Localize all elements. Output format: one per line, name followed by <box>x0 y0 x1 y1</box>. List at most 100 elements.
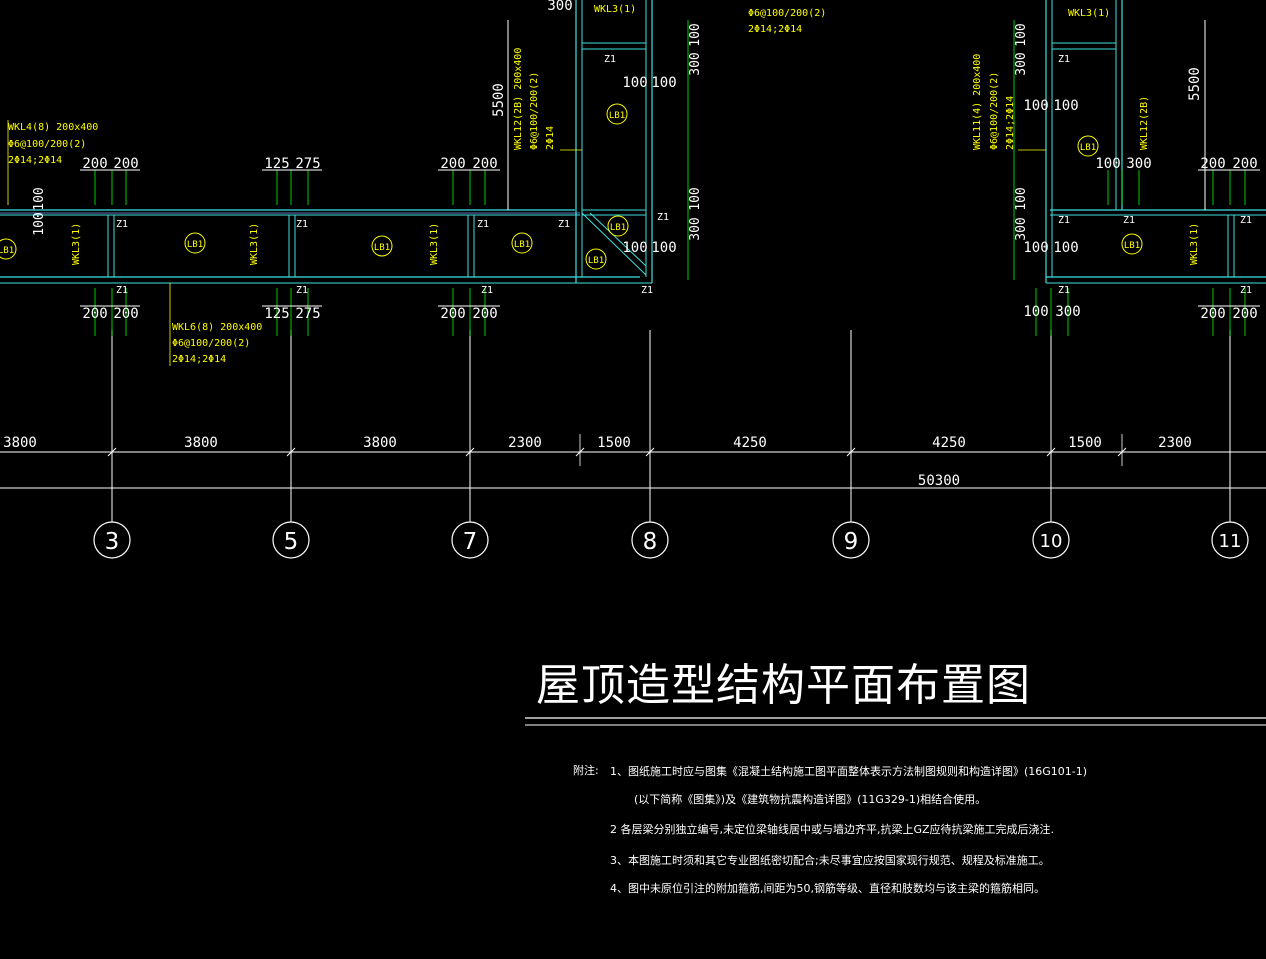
diag-beam <box>589 212 647 267</box>
column-mark: Z1 <box>1058 285 1070 296</box>
vertical-dim: 100 <box>688 23 703 46</box>
beam-label-wkl6: WKL6(8) 200x400 <box>172 322 262 333</box>
span-dim: 2300 <box>508 435 542 451</box>
axis-bubble-3: 3 <box>93 521 131 559</box>
offset-dim: 100 <box>651 75 676 91</box>
svg-text:LB1: LB1 <box>514 240 530 250</box>
column-mark: Z1 <box>296 285 308 296</box>
offset-dim: 100 <box>622 240 647 256</box>
beam-label-wkl3: WKL3(1) <box>429 223 440 265</box>
offset-dim: 200 <box>82 306 107 322</box>
offset-dim: 300 <box>547 0 572 14</box>
offset-dimensions: 200 200 125 275 200 200 200 200 100 300 … <box>82 0 1257 322</box>
beam-label-wkl12: WKL12(2B) 200x400 <box>513 48 524 150</box>
vertical-dim: 5500 <box>491 83 507 117</box>
axis-label: 10 <box>1040 531 1063 552</box>
beam-rebar-wkl11: 2Φ14;2Φ14 <box>1005 96 1016 150</box>
axis-bubble-7: 7 <box>451 521 489 559</box>
span-dim: 4250 <box>733 435 767 451</box>
beam-stirrup-wkl3-top: Φ6@100/200(2) <box>748 8 826 19</box>
axis-label: 3 <box>105 529 120 555</box>
column-mark: Z1 <box>558 219 570 230</box>
beam-label-wkl3: WKL3(1) <box>71 223 82 265</box>
column-mark: Z1 <box>116 285 128 296</box>
offset-dim: 200 <box>1232 306 1257 322</box>
beam-stirrup-wkl12: Φ6@100/200(2) <box>529 72 540 150</box>
beam-label-wkl3: WKL3(1) <box>1189 223 1200 265</box>
note-item: 1、图纸施工时应与图集《混凝土结构施工图平面整体表示方法制图规则和构造详图》(1… <box>610 764 1087 778</box>
note-item: (以下简称《图集》)及《建筑物抗震构造详图》(11G329-1)相结合使用。 <box>634 792 986 806</box>
axis-bubble-9: 9 <box>832 521 870 559</box>
offset-dim: 100 <box>622 75 647 91</box>
offset-dim: 100 <box>1023 304 1048 320</box>
offset-dim: 200 <box>440 306 465 322</box>
offset-dim: 125 <box>264 156 289 172</box>
column-mark: Z1 <box>296 219 308 230</box>
axis-label: 7 <box>463 529 478 555</box>
slab-tag: LB1 <box>585 248 607 270</box>
column-mark: Z1 <box>604 54 616 65</box>
axis-bubbles: 3 5 7 8 9 10 11 <box>93 521 1249 559</box>
slab-tag: LB1 <box>371 235 393 257</box>
svg-text:LB1: LB1 <box>610 223 626 233</box>
vertical-dim: 300 <box>1014 52 1029 75</box>
slab-tag: LB1 <box>0 238 17 260</box>
offset-dim: 200 <box>1232 156 1257 172</box>
offset-dim: 300 <box>1126 156 1151 172</box>
note-item: 3、本图施工时须和其它专业图纸密切配合;未尽事宜应按国家现行规范、规程及标准施工… <box>610 853 1050 867</box>
slab-tag: LB1 <box>511 232 533 254</box>
span-dim: 1500 <box>1068 435 1102 451</box>
offset-dim: 200 <box>113 156 138 172</box>
vertical-dim: 100 <box>32 212 47 235</box>
span-dimensions: 3800 3800 3800 2300 1500 4250 4250 1500 … <box>3 435 1192 489</box>
svg-text:LB1: LB1 <box>1124 241 1140 251</box>
offset-dim: 200 <box>82 156 107 172</box>
offset-dim: 200 <box>113 306 138 322</box>
axis-label: 8 <box>643 529 658 555</box>
vertical-dim: 100 <box>32 187 47 210</box>
beam-rebar-wkl4: 2Φ14;2Φ14 <box>8 155 62 166</box>
beam-rebar-wkl6: 2Φ14;2Φ14 <box>172 354 226 365</box>
vertical-dim: 5500 <box>1187 67 1203 101</box>
offset-dim: 200 <box>472 156 497 172</box>
beam-rebar-wkl12: 2Φ14 <box>545 126 556 150</box>
offset-dim: 200 <box>1200 306 1225 322</box>
drawing-title: 屋顶造型结构平面布置图 <box>536 660 1031 711</box>
axis-label: 11 <box>1219 531 1242 552</box>
beam-label-wkl3: WKL3(1) <box>594 4 636 15</box>
offset-dim: 200 <box>440 156 465 172</box>
axis-bubble-10: 10 <box>1032 521 1070 559</box>
offset-dim: 200 <box>1200 156 1225 172</box>
vertical-dim: 100 <box>688 187 703 210</box>
slab-tag: LB1 <box>607 215 629 237</box>
span-dim: 4250 <box>932 435 966 451</box>
vertical-dim: 100 <box>1014 187 1029 210</box>
span-dim: 1500 <box>597 435 631 451</box>
beam-label-wkl12b: WKL12(2B) <box>1139 96 1150 150</box>
svg-text:LB1: LB1 <box>187 240 203 250</box>
span-dim: 3800 <box>363 435 397 451</box>
svg-text:LB1: LB1 <box>1080 143 1096 153</box>
column-marks: Z1 Z1 Z1 Z1 Z1 Z1 Z1 Z1 Z1 Z1 Z1 Z1 Z1 Z… <box>116 54 1252 296</box>
note-item: 4、图中未原位引注的附加箍筋,间距为50,钢筋等级、直径和肢数均与该主梁的箍筋相… <box>610 881 1045 895</box>
offset-dim: 100 <box>651 240 676 256</box>
column-mark: Z1 <box>1058 54 1070 65</box>
column-mark: Z1 <box>116 219 128 230</box>
axis-label: 9 <box>844 529 859 555</box>
column-mark: Z1 <box>1240 215 1252 226</box>
span-dim: 3800 <box>3 435 37 451</box>
offset-dim: 100 <box>1023 98 1048 114</box>
column-mark: Z1 <box>1123 215 1135 226</box>
beam-label-wkl11: WKL11(4) 200x400 <box>972 54 983 150</box>
vertical-dim: 300 <box>688 52 703 75</box>
column-mark: Z1 <box>657 212 669 223</box>
dimension-lines <box>0 20 1266 522</box>
notes-label: 附注: <box>573 763 599 777</box>
axis-bubble-8: 8 <box>631 521 669 559</box>
axis-bubble-11: 11 <box>1211 521 1249 559</box>
beam-label-wkl3-right: WKL3(1) <box>1068 8 1110 19</box>
span-dim: 3800 <box>184 435 218 451</box>
diag-beam <box>581 212 647 276</box>
offset-dim: 200 <box>472 306 497 322</box>
